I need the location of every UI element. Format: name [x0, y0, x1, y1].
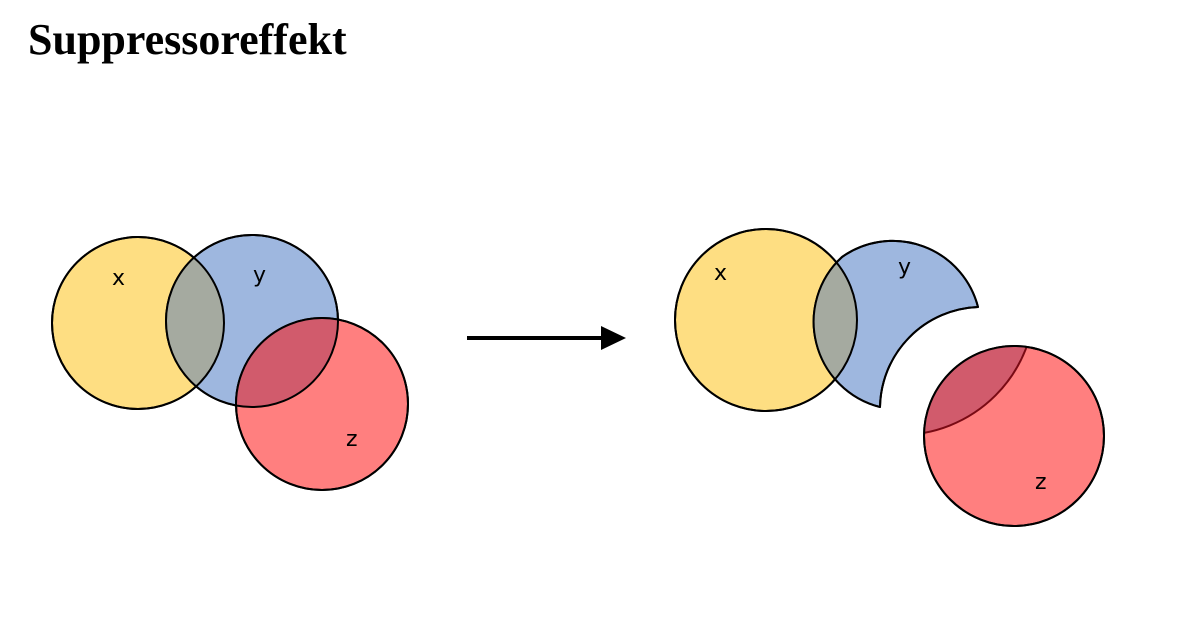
label-z: z — [346, 427, 358, 452]
label-y-after: y — [898, 255, 911, 280]
label-y: y — [253, 263, 266, 288]
overlap-yz-after — [924, 346, 1035, 435]
transition-arrow — [467, 326, 626, 350]
page-title: Suppressoreffekt — [28, 15, 347, 64]
venn-before: x y z — [51, 234, 409, 491]
venn-after: x y z — [674, 228, 1105, 527]
label-x: x — [112, 266, 125, 291]
label-x-after: x — [714, 261, 727, 286]
label-z-after: z — [1035, 470, 1047, 495]
overlap-xy — [166, 237, 224, 407]
